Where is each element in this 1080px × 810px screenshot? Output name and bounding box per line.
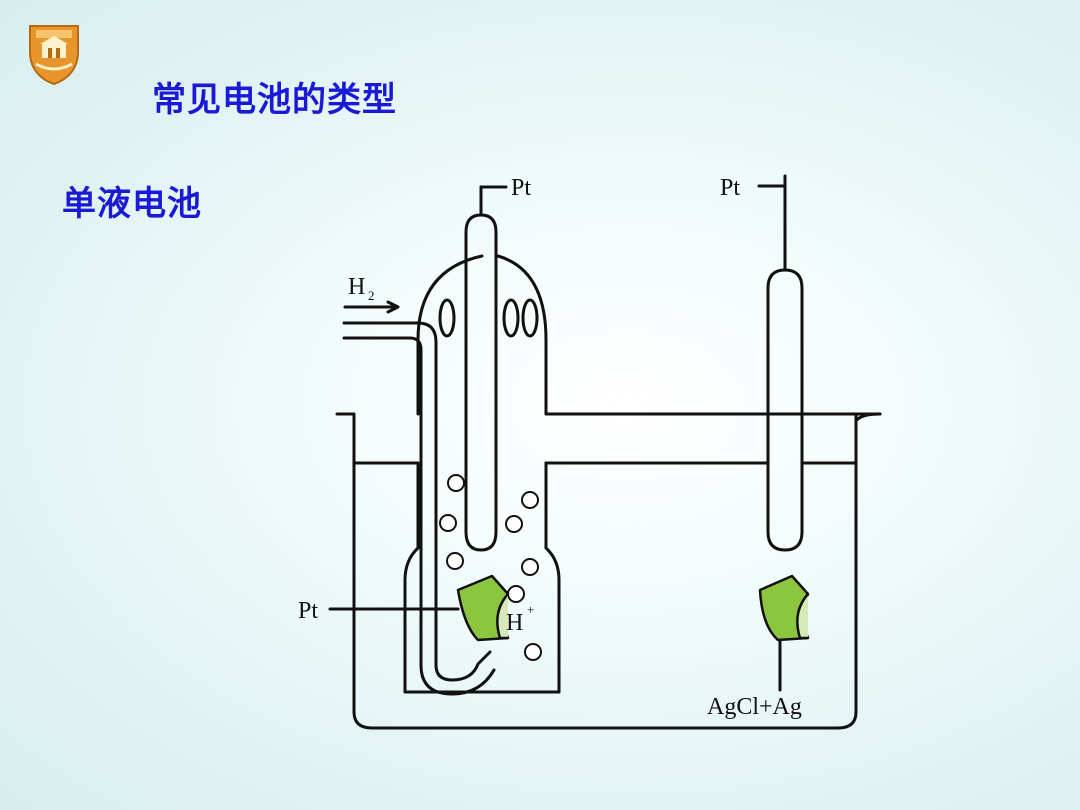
inner-tube-right [766,268,804,552]
agcl-electrode-plate-edge [796,593,809,640]
pt-label-top-right: Pt [720,175,740,201]
university-logo-icon [29,25,79,86]
h2-inlet-tube-inner [342,336,496,696]
hplus-label: H [506,610,523,636]
vessel-lower [403,546,561,694]
bubble [524,643,542,661]
bubble [507,585,525,603]
inner-tube-left [464,213,498,552]
bubble [447,474,465,492]
agcl-ag-label: AgCl+Ag [707,694,802,720]
gas-hole-3 [521,298,539,338]
hplus-superscript: + [527,602,534,617]
beaker [335,412,882,730]
pt-label-left: Pt [298,598,318,624]
bubble [521,558,539,576]
slide-subtitle: 单液电池 [62,184,202,224]
bubble [521,491,539,509]
slide-title: 常见电池的类型 [152,80,397,120]
h2-label: H [348,274,365,300]
pt-label-top-left: Pt [511,175,531,201]
gas-hole-1 [438,298,456,338]
gas-hole-2 [502,298,520,338]
bubble [446,552,464,570]
h2-subscript: 2 [368,288,375,303]
h2-inlet-tube [342,321,492,682]
hydrogen-electrode-vessel [416,254,548,550]
bubble [505,515,523,533]
bubble [439,514,457,532]
pt-electrode-plate-left-edge [496,593,509,640]
